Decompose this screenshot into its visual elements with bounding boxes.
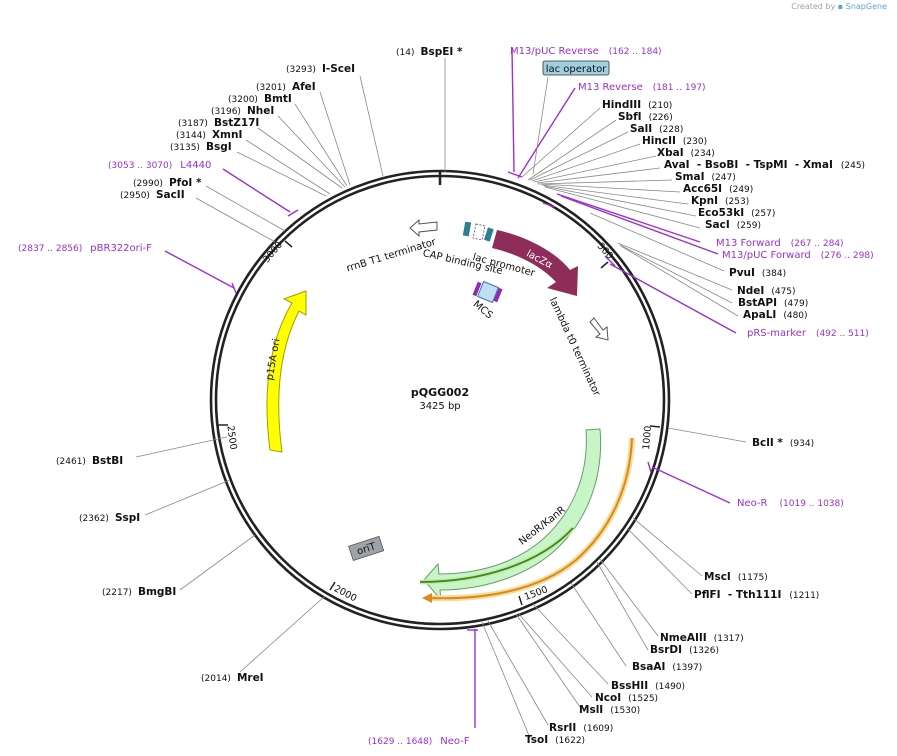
tick-1000: 1000 (641, 425, 654, 450)
enzyme-sbfi[interactable]: SbfI(226) (618, 111, 673, 123)
enzyme-afei[interactable]: (3201)AfeI (256, 81, 316, 93)
enzyme-kpni[interactable]: KpnI(253) (691, 195, 749, 207)
primer-l4440[interactable]: (3053 .. 3070)L4440 (108, 160, 211, 171)
primer-m13-puc-reverse[interactable]: M13/pUC Reverse(162 .. 184) (510, 46, 662, 57)
neor-kanr-arrow (423, 428, 602, 602)
position-ticks: 500 1000 1500 2000 2500 3000 (218, 240, 661, 606)
backbone-inner (214, 174, 666, 626)
enzyme-eco53ki[interactable]: Eco53kI(257) (698, 207, 775, 219)
enzyme-labels-right: HindIII(210) SbfI(226) SalI(228) HincII(… (525, 99, 865, 746)
enzyme-bsgi[interactable]: (3135)BsgI (170, 141, 232, 153)
backbone-outer (209, 169, 671, 631)
enzyme-bmti[interactable]: (3200)BmtI (228, 93, 292, 105)
enzyme-msci[interactable]: MscI(1175) (704, 571, 768, 583)
primer-neo-f[interactable]: (1629 .. 1648)Neo-F (368, 736, 470, 747)
enzyme-pflfi-group[interactable]: PflFI - Tth111I(1211) (694, 589, 819, 601)
lac-operator-label: lac operator (546, 64, 607, 75)
mcs-block (476, 280, 500, 304)
primer-neo-r[interactable]: Neo-R(1019 .. 1038) (737, 498, 844, 509)
enzyme-pvui[interactable]: PvuI(384) (729, 267, 786, 279)
enzyme-bstbi[interactable]: (2461)BstBI (56, 455, 123, 467)
enzyme-bcli[interactable]: BclI *(934) (752, 437, 814, 449)
enzyme-labels-left: (14)BspEI * (3293)I-SceI (3201)AfeI (320… (56, 46, 463, 684)
enzyme-hindiii[interactable]: HindIII(210) (602, 99, 672, 111)
enzyme-bstz17i[interactable]: (3187)BstZ17I (178, 117, 259, 129)
enzyme-rsrii[interactable]: RsrII(1609) (549, 722, 613, 734)
orf-green-arc (419, 527, 574, 583)
primer-pbr322ori-f[interactable]: (2837 .. 2856)pBR322ori-F (18, 243, 152, 254)
plasmid-name: pQGG002 (411, 386, 469, 399)
enzyme-smai[interactable]: SmaI(247) (675, 171, 736, 183)
primer-labels: M13/pUC Reverse(162 .. 184) M13 Reverse(… (18, 46, 874, 747)
enzyme-bspei[interactable]: (14)BspEI * (396, 46, 463, 58)
lambda-terminator-arrow (589, 317, 609, 341)
enzyme-xbai[interactable]: XbaI(234) (657, 147, 715, 159)
enzyme-ncoi[interactable]: NcoI(1525) (595, 692, 658, 704)
mcs-edge-left (472, 281, 482, 297)
enzyme-nmeaiii[interactable]: NmeAIII(1317) (660, 632, 744, 644)
enzyme-acc65i[interactable]: Acc65I(249) (683, 183, 753, 195)
tick-500: 500 (595, 241, 615, 262)
lac-operator-block (472, 223, 486, 241)
rrnb-terminator-arrow (409, 218, 438, 238)
enzyme-avai-group[interactable]: AvaI - BsoBI - TspMI - XmaI(245) (664, 159, 865, 171)
enzyme-saci[interactable]: SacI(259) (705, 219, 761, 231)
cap-site-label: CAP binding site (422, 248, 504, 277)
lac-promoter-block (462, 221, 472, 237)
enzyme-nhei[interactable]: (3196)NheI (211, 105, 274, 117)
primer-prs-marker[interactable]: pRS-marker(492 .. 511) (747, 328, 869, 339)
enzyme-pfoi[interactable]: (2990)PfoI * (133, 177, 202, 189)
enzyme-tsoi[interactable]: TsoI(1622) (525, 734, 585, 746)
primer-m13-reverse[interactable]: M13 Reverse(181 .. 197) (578, 82, 706, 93)
enzyme-xmni[interactable]: (3144)XmnI (176, 129, 242, 141)
enzyme-apali[interactable]: ApaLI(480) (743, 309, 808, 321)
lacza-arrow (492, 230, 578, 296)
lambda-terminator-label: lambda t0 terminator (547, 296, 603, 399)
enzyme-msli[interactable]: MslI(1530) (579, 704, 640, 716)
enzyme-sali[interactable]: SalI(228) (630, 123, 683, 135)
enzyme-ndei[interactable]: NdeI(475) (737, 285, 796, 297)
primer-m13-puc-forward[interactable]: M13/pUC Forward(276 .. 298) (722, 250, 874, 261)
credit-prefix: Created by (791, 2, 836, 11)
snapgene-logo: ▪ SnapGene (837, 2, 887, 11)
tick-2000: 2000 (332, 583, 359, 604)
enzyme-leader-lines (135, 58, 747, 739)
enzyme-bstapi[interactable]: BstAPI(479) (738, 297, 808, 309)
enzyme-i-scei[interactable]: (3293)I-SceI (286, 63, 355, 75)
credit-brand: SnapGene (845, 2, 887, 11)
primer-lines (164, 47, 737, 728)
cap-site-block (483, 227, 494, 242)
tick-2500: 2500 (224, 425, 238, 450)
mcs-edge-right (493, 287, 503, 303)
enzyme-sacii[interactable]: (2950)SacII (120, 189, 185, 201)
enzyme-hincii[interactable]: HincII(230) (642, 135, 707, 147)
snapgene-credit: Created by ▪ SnapGene (791, 2, 887, 11)
primer-m13-forward[interactable]: M13 Forward(267 .. 284) (716, 238, 844, 249)
enzyme-bsaai[interactable]: BsaAI(1397) (632, 661, 702, 673)
enzyme-bmgbi[interactable]: (2217)BmgBI (102, 586, 176, 598)
enzyme-bsshii[interactable]: BssHII(1490) (611, 680, 685, 692)
orf-orange-arrowhead (422, 593, 432, 603)
lac-operator-box (542, 60, 610, 76)
orit-block (348, 535, 385, 562)
enzyme-mrei[interactable]: (2014)MreI (201, 672, 264, 684)
enzyme-sspi[interactable]: (2362)SspI (79, 512, 140, 524)
lac-operator-leader (532, 76, 549, 175)
plasmid-length: 3425 bp (419, 401, 460, 412)
p15a-ori-arrow (266, 290, 307, 453)
enzyme-bsrdi[interactable]: BsrDI(1326) (650, 644, 719, 656)
orf-orange-arc (427, 437, 633, 600)
